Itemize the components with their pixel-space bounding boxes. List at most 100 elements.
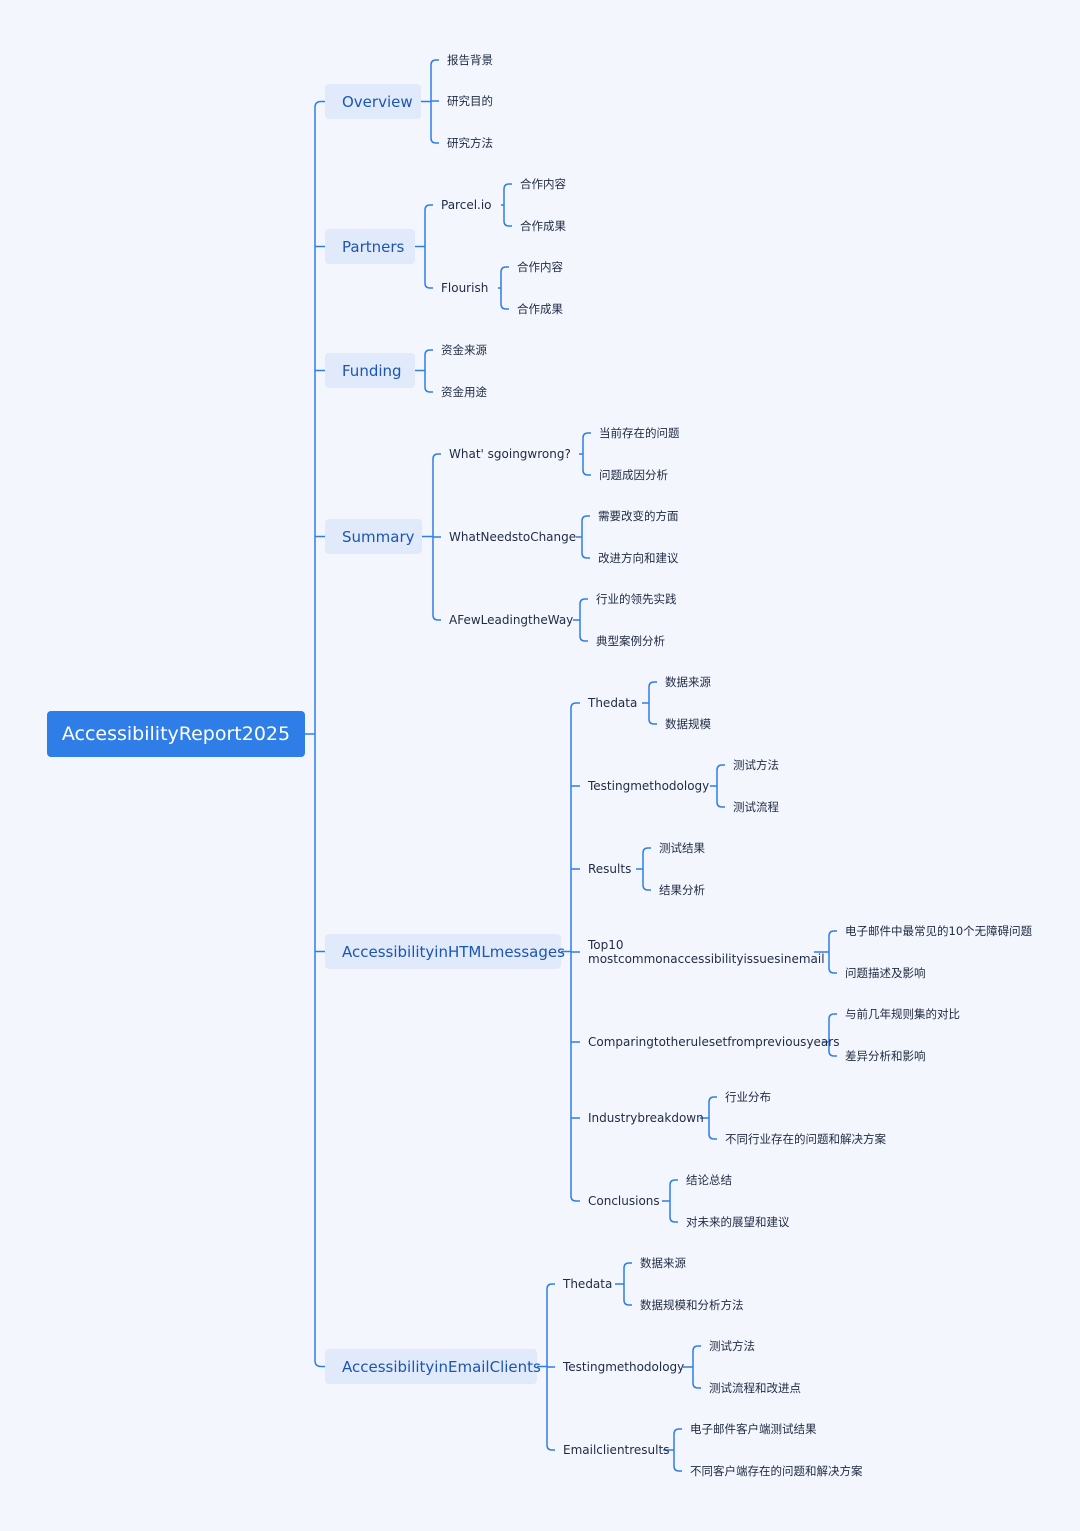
subtopic-4-3-link-1	[828, 967, 837, 974]
leaf-3-2-0[interactable]: 行业的领先实践	[596, 592, 677, 606]
leaf-3-1-1[interactable]: 改进方向和建议	[598, 551, 679, 565]
subtopic-4-2-link-1	[642, 884, 651, 891]
leaf-0-1[interactable]: 研究目的	[447, 94, 493, 108]
section-2-link-1	[424, 386, 433, 393]
subtopic-5-0-link-0	[623, 1262, 632, 1269]
section-1-link-1	[424, 282, 433, 289]
leaf-4-5-1[interactable]: 不同行业存在的问题和解决方案	[725, 1132, 886, 1146]
subtopic-4-4[interactable]: Comparingtotherulesetfrompreviousyears	[588, 1035, 840, 1049]
section-5[interactable]: AccessibilityinEmailClients	[325, 1349, 541, 1384]
subtopic-4-1-link-0	[716, 764, 725, 771]
subtopic-5-2[interactable]: Emailclientresults	[563, 1443, 670, 1457]
leaf-5-0-0[interactable]: 数据来源	[640, 1256, 686, 1270]
subtopic-1-1-link-1	[500, 303, 509, 310]
subtopic-5-1[interactable]: Testingmethodology	[563, 1360, 685, 1374]
leaf-4-0-0[interactable]: 数据来源	[665, 675, 711, 689]
subtopic-3-2[interactable]: AFewLeadingtheWay	[449, 613, 574, 627]
subtopic-4-4-link-0	[828, 1013, 837, 1020]
subtopic-3-1-link-0	[581, 515, 590, 522]
leaf-4-4-1[interactable]: 差异分析和影响	[845, 1049, 926, 1063]
section-4[interactable]: AccessibilityinHTMLmessages	[325, 934, 565, 969]
subtopic-4-2[interactable]: Results	[588, 862, 632, 876]
subtopic-5-1-link-0	[692, 1345, 701, 1352]
leaf-1-0-1[interactable]: 合作成果	[520, 219, 566, 233]
subtopic-5-2-link-0	[673, 1428, 682, 1435]
subtopic-3-1[interactable]: WhatNeedstoChange	[449, 530, 577, 544]
subtopic-4-0-link-1	[648, 718, 657, 725]
subtopic-4-6-link-1	[669, 1216, 678, 1223]
subtopic-4-1-link-1	[716, 801, 725, 808]
root-node[interactable]: AccessibilityReport2025	[47, 711, 305, 757]
leaf-4-6-0[interactable]: 结论总结	[686, 1173, 732, 1187]
leaf-4-2-1[interactable]: 结果分析	[659, 883, 705, 897]
section-4-link-6	[570, 1195, 580, 1202]
leaf-4-4-0[interactable]: 与前几年规则集的对比	[845, 1007, 960, 1021]
leaf-1-0-0[interactable]: 合作内容	[520, 177, 566, 191]
leaf-3-2-1[interactable]: 典型案例分析	[596, 634, 665, 648]
subtopic-4-0-link-0	[648, 681, 657, 688]
section-0-link-2	[430, 137, 439, 144]
subtopic-4-2-link-0	[642, 847, 651, 854]
section-0[interactable]: Overview	[325, 84, 421, 119]
leaf-4-1-0[interactable]: 测试方法	[733, 758, 779, 772]
leaf-4-0-1[interactable]: 数据规模	[665, 717, 711, 731]
section-5-link-2	[546, 1444, 555, 1451]
leaf-4-2-0[interactable]: 测试结果	[659, 841, 705, 855]
subtopic-4-3-link-0	[828, 930, 837, 937]
subtopic-3-2-link-1	[579, 635, 588, 642]
leaf-5-0-1[interactable]: 数据规模和分析方法	[640, 1298, 744, 1312]
subtopic-5-0[interactable]: Thedata	[563, 1277, 613, 1291]
subtopic-1-0[interactable]: Parcel.io	[441, 198, 492, 212]
leaf-4-1-1[interactable]: 测试流程	[733, 800, 779, 814]
section-2-link-0	[424, 349, 433, 356]
leaf-3-0-0[interactable]: 当前存在的问题	[599, 426, 680, 440]
subtopic-5-0-link-1	[623, 1299, 632, 1306]
subtopic-4-5-link-0	[708, 1096, 717, 1103]
leaf-2-1[interactable]: 资金用途	[441, 385, 487, 399]
subtopic-1-0-link-1	[503, 220, 512, 227]
subtopic-3-0[interactable]: What' sgoingwrong?	[449, 447, 571, 461]
leaf-1-1-1[interactable]: 合作成果	[517, 302, 563, 316]
leaf-4-6-1[interactable]: 对未来的展望和建议	[686, 1215, 790, 1229]
subtopic-4-1[interactable]: Testingmethodology	[588, 779, 710, 793]
leaf-4-5-0[interactable]: 行业分布	[725, 1090, 771, 1104]
leaf-4-3-1[interactable]: 问题描述及影响	[845, 966, 926, 980]
subtopic-3-1-link-1	[581, 552, 590, 559]
leaf-5-2-1[interactable]: 不同客户端存在的问题和解决方案	[690, 1464, 863, 1478]
subtopic-4-4-link-1	[828, 1050, 837, 1057]
subtopic-line-2: mostcommonaccessibilityissuesinemail	[588, 952, 825, 966]
main-link-5	[314, 1360, 325, 1368]
subtopic-1-1-link-0	[500, 266, 509, 273]
section-0-link-0	[430, 59, 439, 66]
section-2[interactable]: Funding	[325, 353, 415, 388]
leaf-2-0[interactable]: 资金来源	[441, 343, 487, 357]
subtopic-4-0[interactable]: Thedata	[588, 696, 638, 710]
subtopic-4-5[interactable]: Industrybreakdown	[588, 1111, 704, 1125]
section-3-link-0	[432, 453, 441, 460]
leaf-3-0-1[interactable]: 问题成因分析	[599, 468, 668, 482]
leaf-0-2[interactable]: 研究方法	[447, 136, 493, 150]
subtopic-5-1-link-1	[692, 1382, 701, 1389]
subtopic-3-0-link-0	[582, 432, 591, 439]
subtopic-5-2-link-1	[673, 1465, 682, 1472]
leaf-5-1-1[interactable]: 测试流程和改进点	[709, 1381, 801, 1395]
leaf-0-0[interactable]: 报告背景	[447, 53, 493, 67]
section-4-link-0	[570, 702, 580, 709]
leaf-4-3-0[interactable]: 电子邮件中最常见的10个无障碍问题	[845, 924, 1033, 938]
section-1[interactable]: Partners	[325, 229, 415, 264]
section-5-link-0	[546, 1283, 555, 1290]
leaf-5-1-0[interactable]: 测试方法	[709, 1339, 755, 1353]
section-3[interactable]: Summary	[325, 519, 422, 554]
section-1-link-0	[424, 204, 433, 211]
leaf-1-1-0[interactable]: 合作内容	[517, 260, 563, 274]
subtopic-4-5-link-1	[708, 1133, 717, 1140]
section-3-link-2	[432, 614, 441, 621]
leaf-5-2-0[interactable]: 电子邮件客户端测试结果	[690, 1422, 817, 1436]
leaf-3-1-0[interactable]: 需要改变的方面	[598, 509, 679, 523]
subtopic-4-6-link-0	[669, 1179, 678, 1186]
subtopic-4-6[interactable]: Conclusions	[588, 1194, 660, 1208]
subtopic-1-1[interactable]: Flourish	[441, 281, 489, 295]
